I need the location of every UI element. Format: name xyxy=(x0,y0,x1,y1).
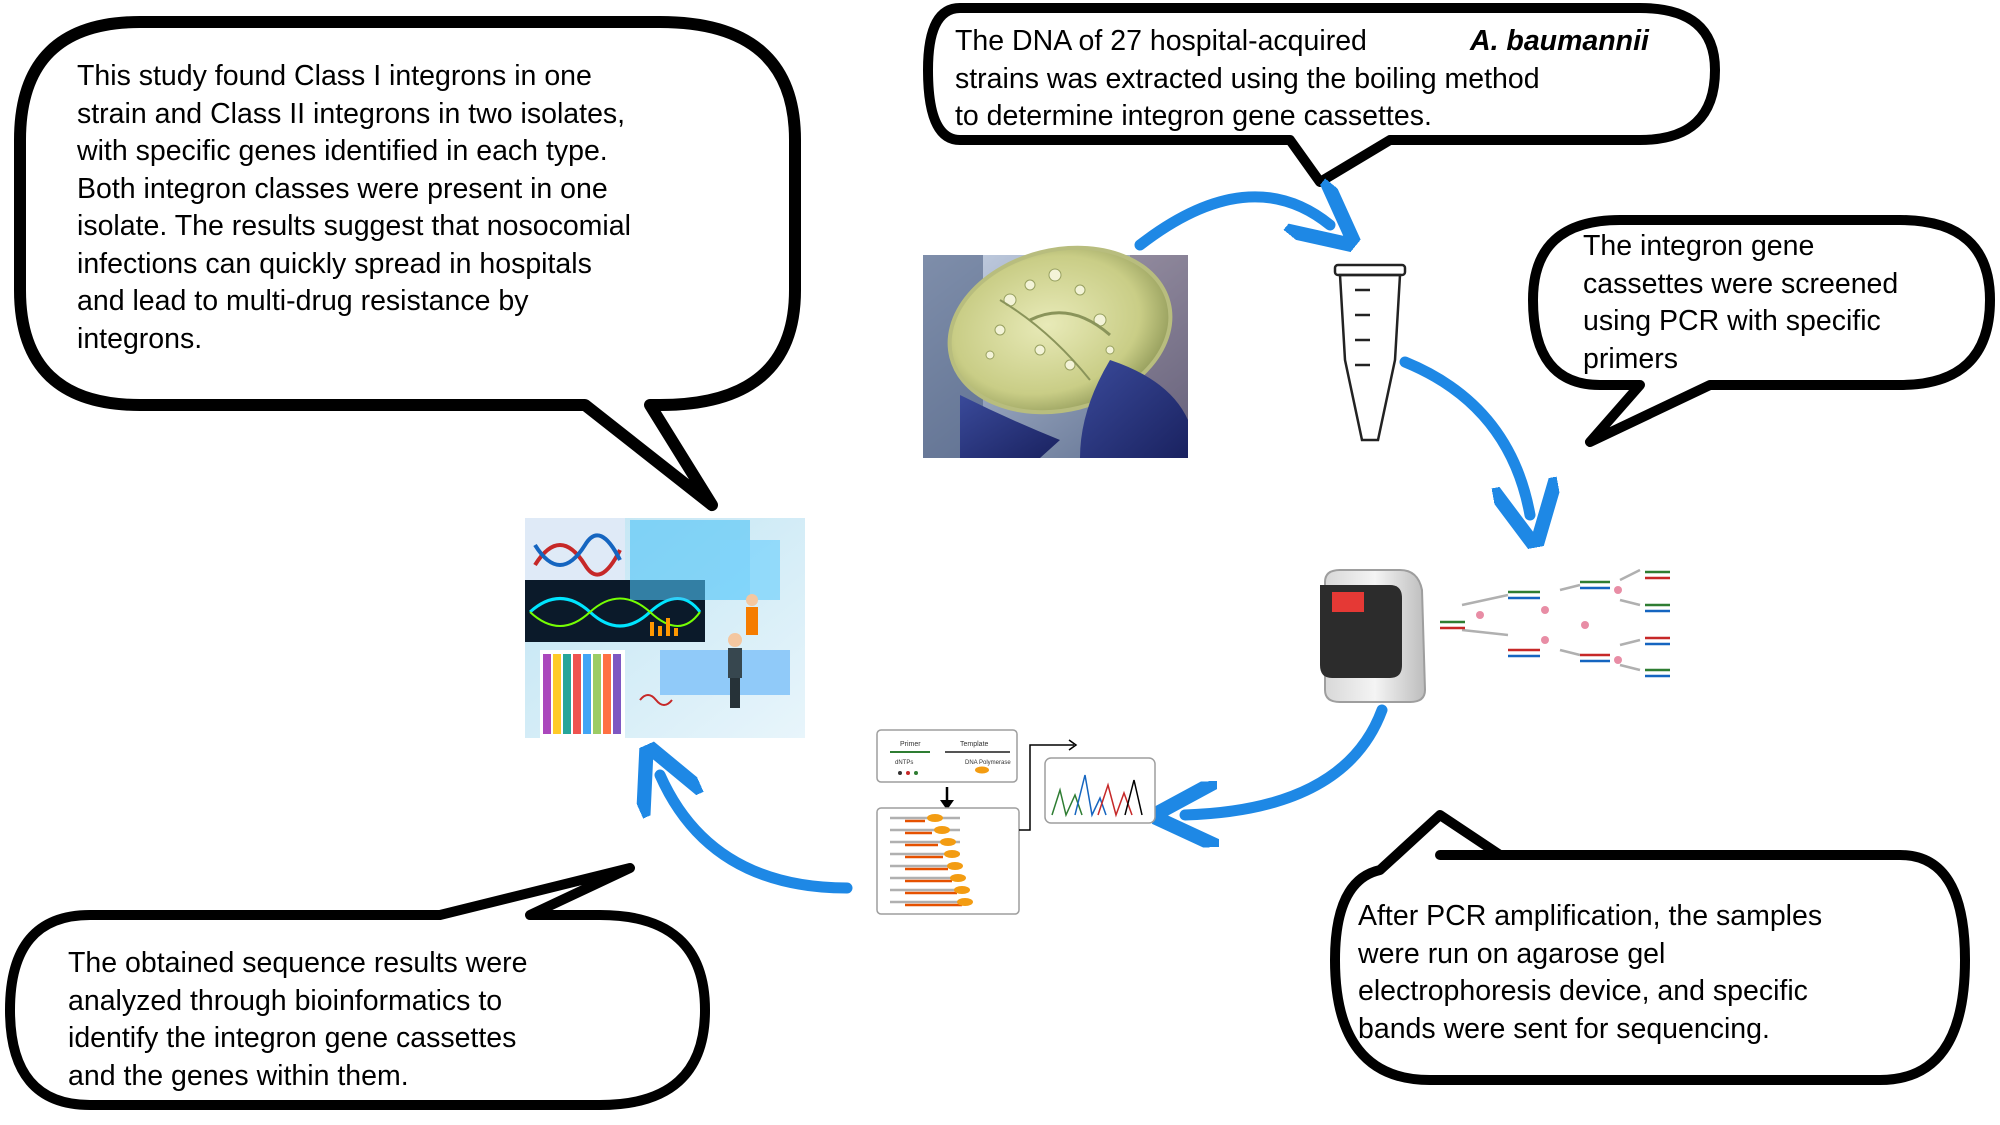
bubble-bioinformatics xyxy=(5,863,710,1110)
dntps-label: dNTPs xyxy=(895,760,913,766)
species-name: A. baumannii xyxy=(1470,25,1649,57)
sequencing-text: After PCR amplification, the samples wer… xyxy=(1358,900,1823,1045)
bubble-pcr xyxy=(1528,215,1995,447)
arrow-tube-to-pcr xyxy=(1399,356,1530,515)
chromatogram-box xyxy=(1044,757,1156,824)
pcr-text: The integron gene cassettes were screene… xyxy=(1583,230,1899,375)
primer-label: Primer xyxy=(900,741,921,748)
sanger-fragments-box xyxy=(876,807,1020,915)
sanger-reaction-box xyxy=(876,729,1018,783)
arrow-sanger-to-bioinfo xyxy=(660,775,853,894)
conclusion-text: This study found Class I integrons in on… xyxy=(77,60,631,355)
template-label: Template xyxy=(960,741,989,748)
bubble-sequencing xyxy=(1330,810,1970,1085)
pcr-amplification-diagram xyxy=(1440,568,1670,678)
extraction-text: The DNA of 27 hospital-acquired A. bauma… xyxy=(955,23,1675,136)
microcentrifuge-tube-icon xyxy=(1333,263,1407,442)
bubble-conclusion xyxy=(14,16,801,511)
extraction-line1: The DNA of 27 hospital-acquired xyxy=(955,25,1367,57)
bioinformatics-text: The obtained sequence results were analy… xyxy=(68,947,528,1092)
extraction-rest: strains was extracted using the boiling … xyxy=(955,62,1540,133)
arrow-plate-to-tube xyxy=(1134,197,1330,245)
pcr-thermocycler-icon xyxy=(1320,569,1427,703)
arrow-pcr-to-sanger xyxy=(1185,704,1388,815)
bioinformatics-illustration xyxy=(525,518,805,738)
bubble-extraction xyxy=(923,3,1720,187)
polymerase-label: DNA Polymerase xyxy=(965,760,1011,766)
flow-arrows xyxy=(660,197,1530,894)
petri-dish-photo xyxy=(923,245,1188,458)
sanger-sequencing-panel: Primer Template dNTPs DNA Polymerase xyxy=(876,729,1156,915)
